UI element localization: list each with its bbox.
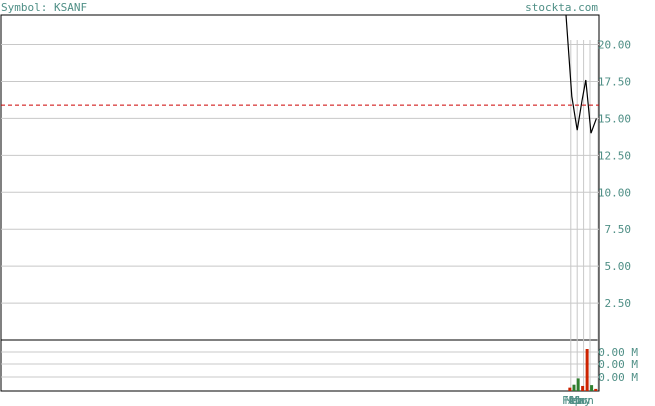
price-tick-label: 12.50 xyxy=(598,149,631,162)
price-tick-label: 10.00 xyxy=(598,186,631,199)
volume-grid xyxy=(1,351,599,378)
price-tick-label: 15.00 xyxy=(598,112,631,125)
price-tick-label: 7.50 xyxy=(605,223,632,236)
volume-tick-label: 0.00 M xyxy=(598,346,638,359)
volume-bar xyxy=(576,378,580,391)
vertical-grid xyxy=(570,40,599,390)
volume-bar xyxy=(572,384,576,391)
price-tick-label: 2.50 xyxy=(605,297,632,310)
volume-tick-label: 0.00 M xyxy=(598,371,638,384)
price-grid xyxy=(1,44,599,304)
x-axis-label: Jun xyxy=(574,394,594,406)
price-line xyxy=(565,14,597,134)
volume-tick-label: 0.00 M xyxy=(598,358,638,371)
price-tick-labels: 20.00 17.50 15.00 12.50 10.00 7.50 5.00 2.50 xyxy=(598,39,631,311)
x-axis-label: Mar xyxy=(565,394,585,406)
volume-panel-frame xyxy=(0,339,600,392)
symbol-label: Symbol: KSANF xyxy=(1,1,87,14)
price-tick-label: 17.50 xyxy=(598,75,631,88)
volume-bar xyxy=(590,385,594,391)
price-tick-label: 20.00 xyxy=(598,39,631,52)
site-label: stockta.com xyxy=(525,1,598,14)
volume-bars xyxy=(568,349,598,391)
volume-bar xyxy=(585,349,589,391)
x-axis-label: Apr xyxy=(568,394,588,406)
x-axis-label: Feb xyxy=(562,394,582,406)
volume-tick-labels: 0.00 M0.00 M0.00 M xyxy=(598,346,638,384)
volume-bar xyxy=(581,385,585,391)
x-axis-label: May xyxy=(571,394,591,406)
volume-bar xyxy=(568,387,572,391)
price-tick-label: 5.00 xyxy=(605,260,632,273)
volume-bar xyxy=(594,388,598,391)
